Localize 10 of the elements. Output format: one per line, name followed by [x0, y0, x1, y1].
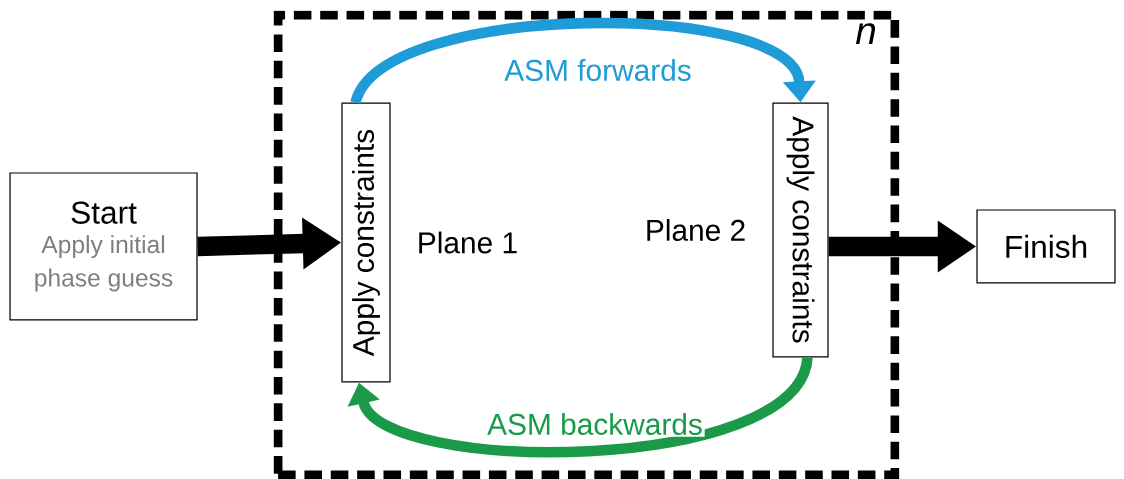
constraint-box: Apply constraints	[772, 102, 829, 358]
process-box: Finish	[976, 209, 1116, 284]
arrow	[347, 355, 813, 458]
arrow	[350, 17, 816, 106]
plane-label: Plane 2	[647, 219, 745, 241]
start-box: Start Apply initial phase guess	[9, 172, 198, 321]
constraint-box: Apply constraints	[341, 102, 391, 383]
edge-label: ASM backwards	[485, 411, 705, 437]
plane-label: Plane 1	[419, 231, 517, 254]
edge-label: ASM forwards	[502, 57, 694, 83]
